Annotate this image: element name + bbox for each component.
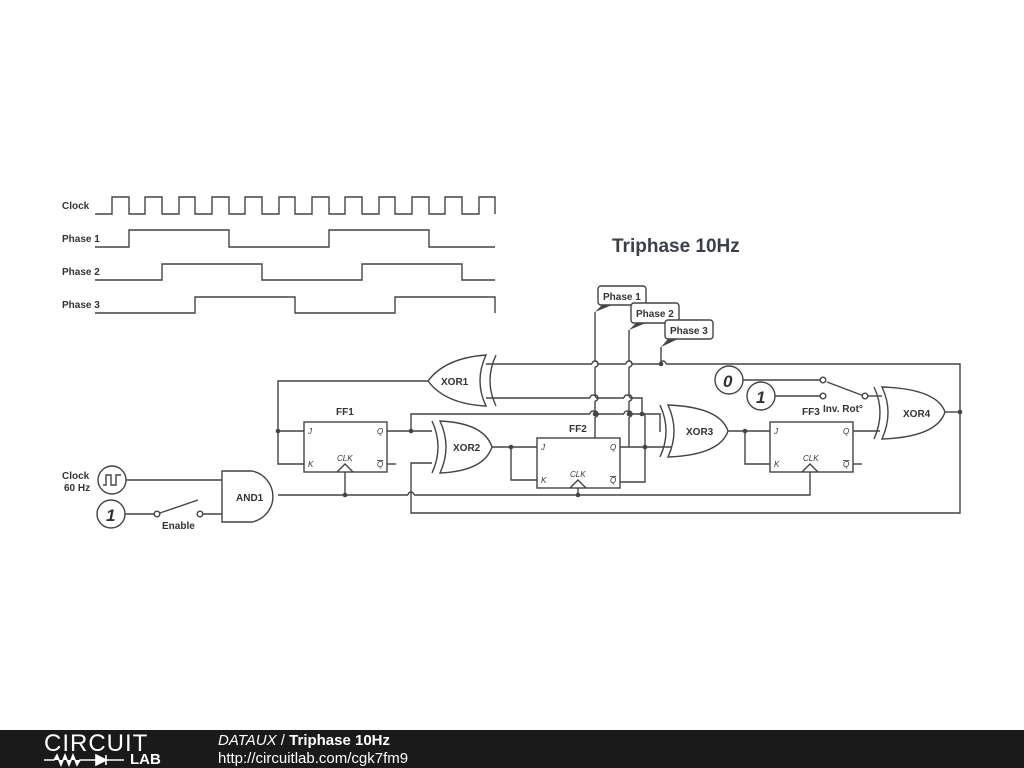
ff1-flipflop[interactable]: FF1 J K Q Q CLK	[303, 407, 388, 473]
phase-1-waveform	[95, 229, 495, 248]
xor1-gate[interactable]: XOR1	[427, 354, 497, 407]
and1-gate[interactable]: AND1	[221, 470, 274, 523]
logic-one-enable-value: 1	[106, 506, 115, 525]
ff1-pin-qbar: Q	[377, 460, 383, 469]
and1-label: AND1	[236, 493, 264, 504]
ff3-pin-j: J	[773, 427, 779, 436]
probe-phase-3-label: Phase 3	[670, 326, 708, 337]
footer-title-line: DATAUX / Triphase 10Hz	[218, 732, 390, 749]
ff3-flipflop[interactable]: FF3 J K Q Q CLK	[769, 407, 854, 473]
probe-phase-2[interactable]: Phase 2	[629, 302, 680, 330]
xor2-gate[interactable]: XOR2	[431, 420, 493, 474]
timing-label-clock: Clock	[62, 201, 90, 212]
schematic-canvas: Clock Phase 1 Phase 2 Phase 3 Triphase 1…	[62, 196, 963, 532]
ff3-pin-q: Q	[843, 427, 849, 436]
probe-phase-2-label: Phase 2	[636, 309, 674, 320]
timing-label-phase-1: Phase 1	[62, 234, 100, 245]
ff2-pin-q: Q	[610, 443, 616, 452]
ff1-pin-k: K	[308, 460, 314, 469]
ff2-pin-clk: CLK	[570, 470, 586, 479]
clock-source-frequency: 60 Hz	[64, 483, 90, 494]
probe-phase-1[interactable]: Phase 1	[595, 285, 647, 312]
footer-owner[interactable]: DATAUX	[218, 732, 277, 749]
ff1-pin-j: J	[307, 427, 313, 436]
ff2-pin-j: J	[540, 443, 546, 452]
logic-one-invrot-source[interactable]: 1	[746, 381, 776, 411]
xor4-label: XOR4	[903, 409, 931, 420]
ff1-label: FF1	[336, 407, 354, 418]
inv-rot-switch[interactable]: Inv. Rot°	[819, 376, 869, 415]
probe-phase-1-label: Phase 1	[603, 292, 641, 303]
xor4-gate[interactable]: XOR4	[873, 386, 946, 440]
logo-brand-bottom: LAB	[130, 751, 161, 768]
clock-source-label: Clock	[62, 471, 90, 482]
square-wave-icon	[103, 474, 121, 486]
timing-label-phase-3: Phase 3	[62, 300, 100, 311]
ff1-pin-q: Q	[377, 427, 383, 436]
enable-switch[interactable]: Enable	[153, 510, 204, 532]
clock-source[interactable]: Clock 60 Hz	[62, 465, 127, 495]
timing-diagram: Clock Phase 1 Phase 2 Phase 3	[62, 196, 496, 314]
junctions	[275, 361, 963, 498]
logic-one-invrot-value: 1	[756, 388, 765, 407]
footer-bar: CIRCUIT LAB DATAUX / Triphase 10Hz http:…	[0, 730, 1024, 768]
ff2-pin-k: K	[541, 476, 547, 485]
circuitlab-logo[interactable]: CIRCUIT LAB	[44, 730, 184, 768]
inv-rot-label: Inv. Rot°	[823, 404, 863, 415]
diagram-title: Triphase 10Hz	[612, 236, 740, 257]
ff3-pin-qbar: Q	[843, 460, 849, 469]
resistor-diode-icon	[44, 753, 124, 767]
phase-2-waveform	[95, 263, 495, 281]
timing-label-phase-2: Phase 2	[62, 267, 100, 278]
footer-url[interactable]: http://circuitlab.com/cgk7fm9	[218, 750, 409, 767]
xor1-label: XOR1	[441, 377, 469, 388]
ff3-label: FF3	[802, 407, 820, 418]
xor2-label: XOR2	[453, 443, 481, 454]
footer-separator: /	[276, 732, 290, 749]
ff2-flipflop[interactable]: FF2 J K Q Q CLK	[536, 424, 621, 489]
logo-brand-top: CIRCUIT	[44, 730, 149, 757]
enable-switch-label: Enable	[162, 521, 195, 532]
footer-circuit-title[interactable]: Triphase 10Hz	[289, 732, 391, 749]
logic-one-enable-source[interactable]: 1	[96, 499, 126, 529]
ff3-pin-k: K	[774, 460, 780, 469]
ff1-pin-clk: CLK	[337, 454, 353, 463]
ff2-label: FF2	[569, 424, 587, 435]
probe-phase-3[interactable]: Phase 3	[661, 319, 714, 347]
logic-zero-value: 0	[723, 372, 733, 391]
phase-3-waveform	[95, 296, 496, 314]
clock-waveform	[95, 196, 496, 215]
ff2-pin-qbar: Q	[610, 476, 616, 485]
ff3-pin-clk: CLK	[803, 454, 819, 463]
xor3-label: XOR3	[686, 427, 714, 438]
xor3-gate[interactable]: XOR3	[659, 404, 729, 458]
logic-zero-source[interactable]: 0	[714, 365, 744, 395]
